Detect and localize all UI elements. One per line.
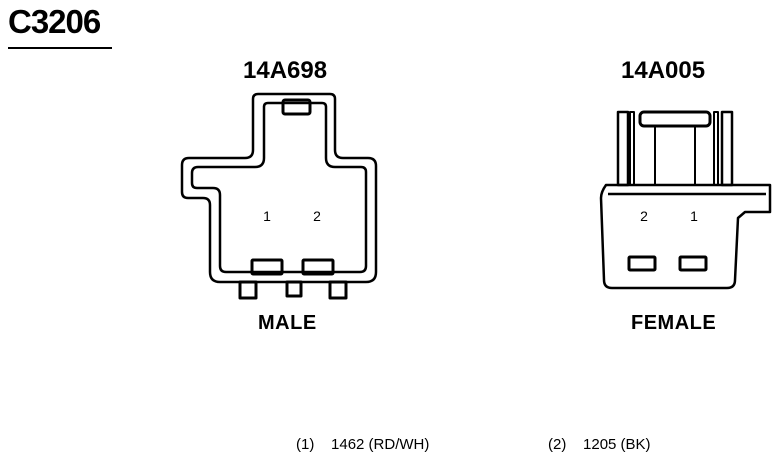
legend-circuit: 1462 (RD/WH) bbox=[331, 436, 430, 453]
connector-title: C3206 bbox=[8, 3, 101, 40]
legend-pin: (1) bbox=[296, 436, 315, 453]
title-underline bbox=[8, 47, 112, 49]
male-connector bbox=[180, 92, 378, 300]
male-label: MALE bbox=[258, 312, 317, 334]
legend-entry: (2) 1205 (BK) bbox=[548, 436, 651, 453]
legend-pin: (2) bbox=[548, 436, 567, 453]
male-pin-label: 1 bbox=[263, 208, 271, 224]
legend-entry: (1) 1462 (RD/WH) bbox=[296, 436, 429, 453]
female-pin-1-socket bbox=[678, 255, 708, 272]
female-label: FEMALE bbox=[631, 312, 717, 334]
female-pin-label: 1 bbox=[690, 208, 698, 224]
female-pin-2-socket bbox=[627, 255, 657, 272]
legend-circuit: 1205 (BK) bbox=[583, 436, 651, 453]
male-pin-2-socket bbox=[301, 258, 335, 276]
female-connector bbox=[599, 110, 772, 290]
male-pin-label: 2 bbox=[313, 208, 321, 224]
female-part-number: 14A005 bbox=[621, 57, 706, 84]
female-pin-label: 2 bbox=[640, 208, 648, 224]
male-pin-1-socket bbox=[250, 258, 284, 276]
male-part-number: 14A698 bbox=[243, 57, 328, 84]
